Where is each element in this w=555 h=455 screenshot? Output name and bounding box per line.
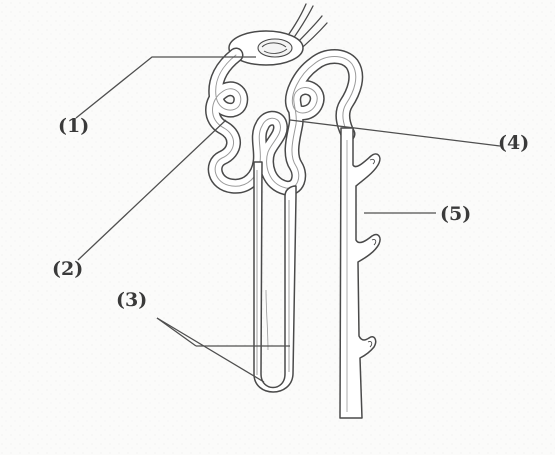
callout-2-label: (2): [52, 260, 83, 279]
callout-4-label: (4): [498, 134, 529, 153]
callout-1-label: (1): [58, 117, 89, 136]
callout-3-label: (3): [116, 291, 147, 310]
callout-5-label: (5): [440, 205, 471, 224]
